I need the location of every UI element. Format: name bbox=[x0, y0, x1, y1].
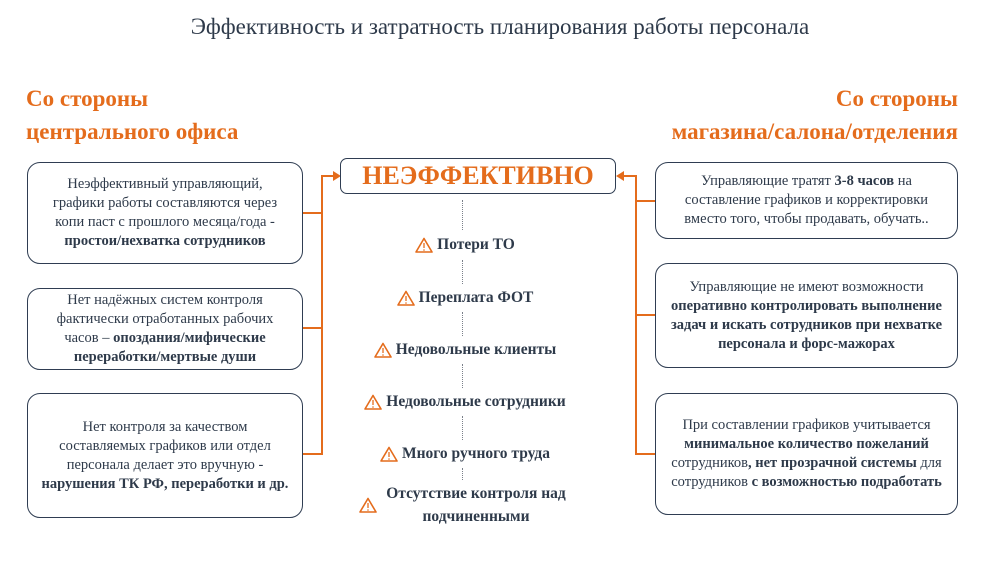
box-text-bold: минимальное количество пожеланий bbox=[684, 436, 929, 452]
right-header: Со стороны магазина/салона/отделения bbox=[672, 82, 958, 148]
dotted-connector bbox=[462, 260, 463, 284]
box-text-bold: простои/нехватка сотрудников bbox=[64, 233, 266, 249]
box-text: Управляющие тратят 3-8 часов на составле… bbox=[668, 172, 945, 229]
box-text: Нет надёжных систем контроля фактически … bbox=[40, 291, 290, 367]
box-text: При составлении графиков учитывается мин… bbox=[668, 416, 945, 492]
right-box-1: Управляющие тратят 3-8 часов на составле… bbox=[655, 162, 958, 239]
box-text: Нет контроля за качеством составляемых г… bbox=[40, 418, 290, 494]
right-connector bbox=[636, 200, 656, 202]
left-connector bbox=[302, 453, 322, 455]
dotted-connector bbox=[462, 364, 463, 388]
right-box-2: Управляющие не имеют возможности операти… bbox=[655, 263, 958, 368]
left-box-2: Нет надёжных систем контроля фактически … bbox=[27, 288, 303, 370]
warning-icon bbox=[359, 497, 377, 513]
dotted-connector bbox=[462, 468, 463, 480]
consequence-item: Недовольные клиенты bbox=[300, 338, 630, 361]
left-header-line: Со стороны bbox=[26, 86, 149, 111]
consequence-item: Много ручного труда bbox=[300, 442, 630, 465]
left-connector bbox=[302, 327, 322, 329]
consequence-label: Много ручного труда bbox=[401, 445, 551, 462]
consequence-item: Потери ТО bbox=[300, 233, 630, 256]
box-text-bold: , нет прозрачной системы bbox=[748, 455, 917, 471]
right-connector bbox=[636, 314, 656, 316]
left-connector bbox=[302, 212, 322, 214]
consequence-item: Отсутствие контроля над подчиненными bbox=[300, 482, 630, 528]
consequence-label: Переплата ФОТ bbox=[418, 289, 534, 306]
box-text-segment: для сотрудников bbox=[671, 455, 942, 490]
left-box-3: Нет контроля за качеством составляемых г… bbox=[27, 393, 303, 518]
box-text: Управляющие не имеют возможности операти… bbox=[668, 278, 945, 354]
warning-icon bbox=[415, 237, 433, 253]
warning-icon bbox=[373, 342, 392, 358]
box-text-bold: с возможностью подработать bbox=[751, 474, 942, 490]
right-header-line: Со стороны bbox=[835, 86, 958, 111]
box-text-bold: опоздания/мифические переработки/мертвые… bbox=[73, 330, 266, 365]
consequence-label: Отсутствие контроля над подчиненными bbox=[386, 485, 566, 525]
slide-title: Эффективность и затратность планирования… bbox=[190, 14, 810, 39]
right-connector bbox=[636, 453, 656, 455]
dotted-connector bbox=[462, 200, 463, 230]
consequence-item: Переплата ФОТ bbox=[300, 286, 630, 309]
consequence-item: Недовольные сотрудники bbox=[300, 390, 630, 413]
dotted-connector bbox=[462, 416, 463, 440]
box-text-segment: Управляющие тратят bbox=[701, 173, 835, 189]
right-arrow-line bbox=[622, 175, 636, 177]
box-text: Неэффективный управляющий, графики работ… bbox=[40, 175, 290, 251]
arrow-left-icon bbox=[616, 171, 624, 181]
left-connector-vertical bbox=[321, 175, 323, 455]
consequence-label: Потери ТО bbox=[437, 236, 515, 253]
box-text-segment: сотрудников bbox=[671, 455, 749, 471]
right-box-3: При составлении графиков учитывается мин… bbox=[655, 393, 958, 515]
box-text-bold: 3-8 часов bbox=[834, 173, 895, 189]
box-text-segment: Неэффективный управляющий, графики работ… bbox=[52, 176, 278, 230]
warning-icon bbox=[396, 290, 415, 306]
warning-icon bbox=[364, 394, 383, 410]
box-text-segment: Нет надёжных систем контроля фактически … bbox=[56, 292, 274, 346]
box-text-segment: Управляющие не имеют возможности bbox=[689, 278, 924, 295]
box-text-bold: оперативно контролировать выполнение зад… bbox=[670, 297, 943, 352]
box-text-segment: на составление графиков и корректировки … bbox=[684, 173, 929, 227]
box-text-segment: Нет контроля за качеством составляемых г… bbox=[59, 418, 271, 473]
left-arrow-line bbox=[321, 175, 335, 177]
consequence-label: Недовольные клиенты bbox=[395, 341, 557, 358]
warning-icon bbox=[380, 446, 398, 462]
consequence-label: Недовольные сотрудники bbox=[386, 393, 566, 410]
left-header-line: центрального офиса bbox=[26, 119, 239, 144]
box-text-segment: При составлении графиков учитывается bbox=[682, 417, 931, 433]
left-box-1: Неэффективный управляющий, графики работ… bbox=[27, 162, 303, 264]
ineffective-label: НЕЭФФЕКТИВНО bbox=[340, 158, 616, 194]
dotted-connector bbox=[462, 312, 463, 336]
arrow-right-icon bbox=[333, 171, 341, 181]
left-header: Со стороны центрального офиса bbox=[26, 82, 238, 148]
box-text-bold: нарушения ТК РФ, переработки и др. bbox=[41, 475, 289, 492]
right-header-line: магазина/салона/отделения bbox=[671, 119, 958, 144]
